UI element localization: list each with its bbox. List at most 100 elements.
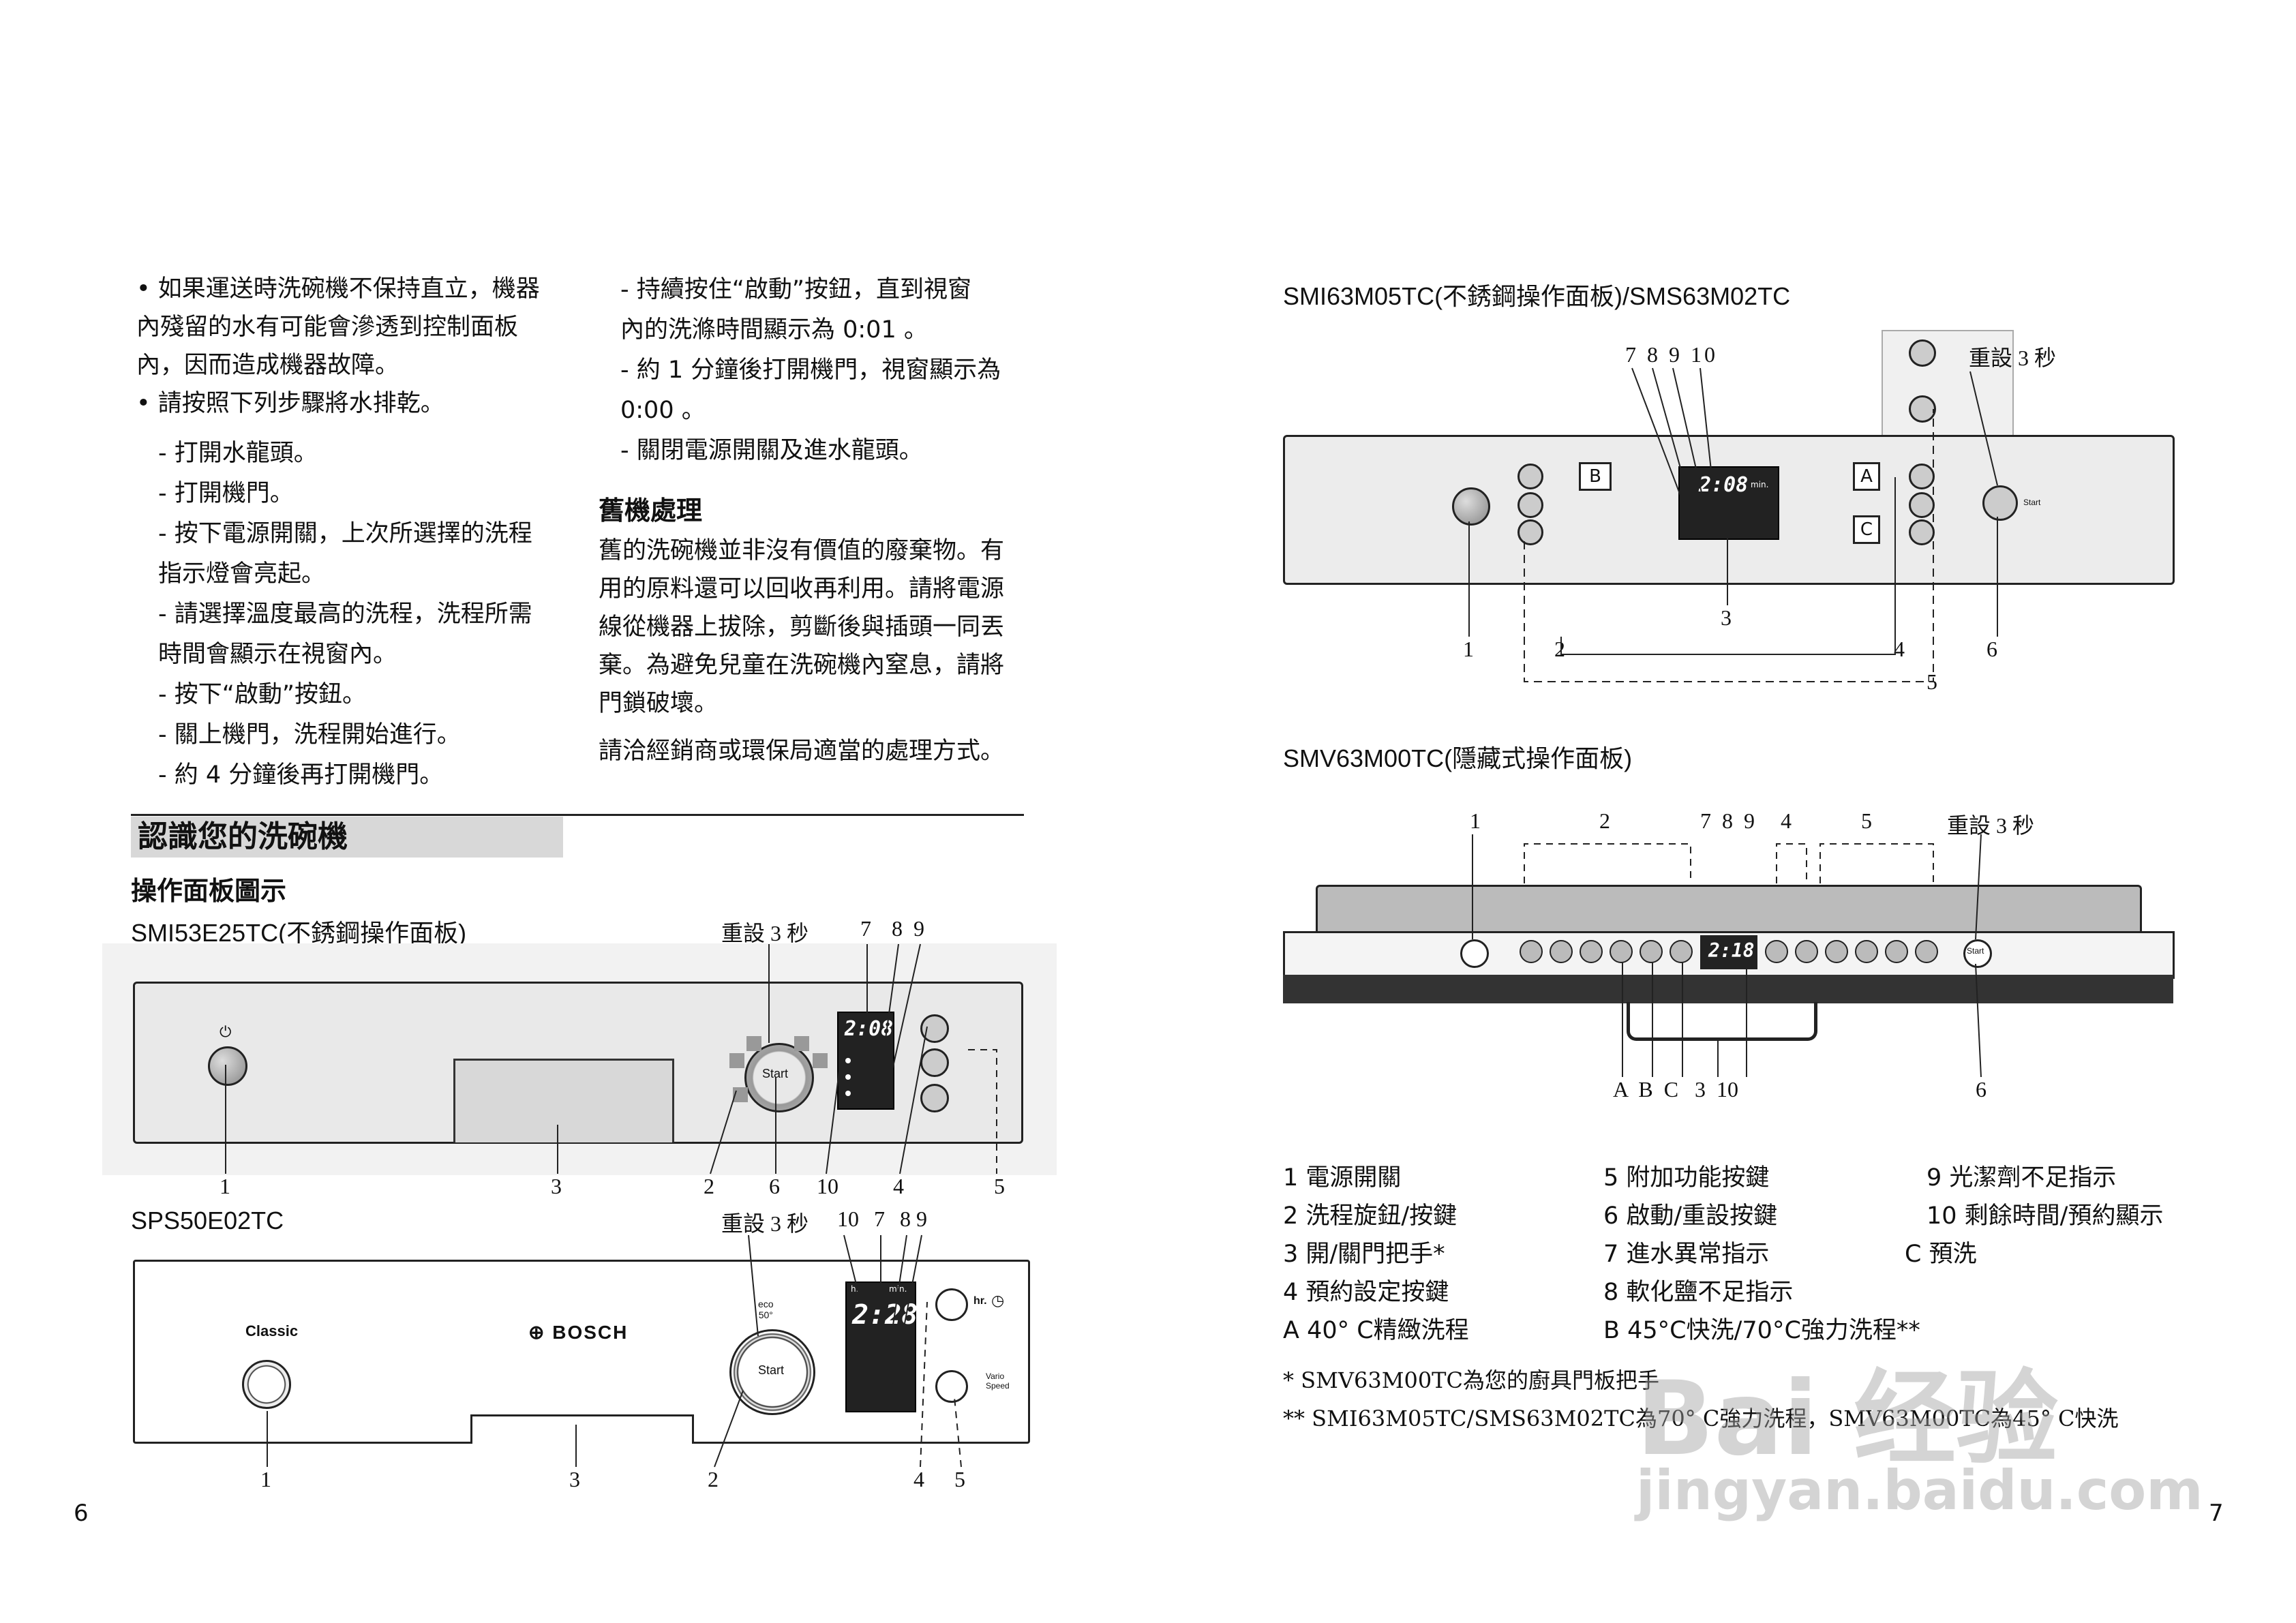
power-button-4[interactable]: [1460, 939, 1489, 968]
callout-3b: 3: [569, 1467, 580, 1491]
inset-plus-button[interactable]: [1909, 339, 1936, 367]
legend-item: C 預洗: [1905, 1241, 1977, 1268]
delay-button[interactable]: [920, 1014, 949, 1043]
step: - 打開水龍頭。: [158, 440, 318, 467]
program-button[interactable]: [1517, 492, 1543, 518]
step: 0:00 。: [620, 397, 706, 424]
callout-4: 4: [893, 1174, 904, 1198]
inset-minus-button[interactable]: [1909, 395, 1936, 423]
disposal-line: 線從機器上拔除，剪斷後與插頭一同丟: [599, 613, 1005, 641]
program-button[interactable]: [1517, 464, 1543, 489]
legend-item: 6 啟動/重設按鍵: [1603, 1202, 1778, 1230]
model-smv63: SMV63M00TC(隱藏式操作面板): [1283, 744, 1633, 772]
legend-item: 9 光潔劑不足指示: [1927, 1164, 2117, 1192]
delay-button-2[interactable]: [935, 1288, 968, 1321]
program-dial[interactable]: [744, 1043, 814, 1112]
callout-2b: 2: [708, 1467, 719, 1491]
legend-item: B 45°C快洗/70°C強力洗程**: [1603, 1317, 1920, 1344]
box-a: A: [1853, 462, 1880, 491]
vario-label: Vario Speed: [986, 1371, 1010, 1391]
legend-item: 7 進水異常指示: [1603, 1241, 1770, 1268]
callout-4c: 4: [1894, 637, 1905, 661]
start-label: Start: [762, 1067, 789, 1080]
eco-label: eco 50°: [758, 1299, 774, 1320]
legend-item: 2 洗程旋鈕/按鍵: [1283, 1202, 1457, 1230]
callout-6c: 6: [1987, 637, 1997, 661]
power-icon: ⏻: [220, 1024, 232, 1041]
callout-10: 10: [817, 1174, 839, 1198]
callout-4b: 4: [913, 1467, 924, 1491]
lcd-time-3: 2:08: [1699, 473, 1749, 497]
bosch-logo-text: BOSCH: [552, 1322, 629, 1343]
bullet-1-line-1: • 如果運送時洗碗機不保持直立，機器: [136, 275, 540, 303]
callout-1: 1: [220, 1174, 230, 1198]
power-knob-3[interactable]: [1452, 487, 1490, 526]
subsection-title: 操作面板圖示: [131, 876, 287, 906]
bosch-logo: ⊕ BOSCH: [528, 1322, 629, 1343]
callout-4d: 4: [1781, 808, 1792, 833]
indicator-dot: [845, 1058, 851, 1063]
power-knob[interactable]: [208, 1046, 247, 1086]
legend-col-2: 5 附加功能按鍵 6 啟動/重設按鍵 7 進水異常指示 8 軟化鹽不足指示 B …: [1603, 1159, 1920, 1350]
disposal-line: 門鎖破壞。: [599, 690, 719, 717]
legend-col-3: 9 光潔劑不足指示 10 剩餘時間/預約顯示 C 預洗: [1905, 1159, 2164, 1273]
callout-2d: 2: [1599, 808, 1610, 833]
disposal-text: 舊的洗碗機並非沒有價值的廢棄物。有 用的原料還可以回收再利用。請將電源 線從機器…: [599, 532, 1004, 723]
callout-2: 2: [704, 1174, 714, 1198]
step: - 持續按住“啟動”按鈕，直到視窗: [620, 276, 972, 303]
callout-8: 8: [892, 916, 903, 941]
start-button-4[interactable]: [1963, 939, 1992, 968]
display-3: 2:08 min.: [1678, 466, 1779, 540]
drain-steps-col2: - 持續按住“啟動”按鈕，直到視窗 內的洗滌時間顯示為 0:01 。 - 約 1…: [620, 270, 1001, 471]
step: - 請選擇溫度最高的洗程，洗程所需: [158, 601, 532, 628]
step: - 關上機門，洗程開始進行。: [158, 721, 461, 748]
callout-5b: 5: [954, 1467, 965, 1491]
disposal-line: 舊的洗碗機並非沒有價值的廢棄物。有: [599, 537, 1005, 564]
callout-1c: 1: [1463, 637, 1474, 661]
reset-label-2: 重設 3 秒: [721, 1211, 809, 1236]
box-b: B: [1579, 462, 1612, 491]
door-top: [1316, 885, 2142, 939]
step: 時間會顯示在視窗內。: [158, 641, 397, 668]
step: - 按下“啟動”按鈕。: [158, 681, 367, 708]
door-handle-4[interactable]: [1627, 1002, 1817, 1041]
legend-item: 8 軟化鹽不足指示: [1603, 1279, 1794, 1306]
program-button[interactable]: [1517, 519, 1543, 545]
option-button[interactable]: [920, 1084, 949, 1112]
legend-item: 4 預約設定按鍵: [1283, 1279, 1449, 1306]
callout-9: 9: [913, 916, 924, 941]
footnote-2: ** SMI63M05TC/SMS63M02TC為70° C強力洗程，SMV63…: [1283, 1406, 2119, 1431]
legend-item: 3 開/關門把手*: [1283, 1241, 1445, 1268]
bullet-1-line-2: 內殘留的水有可能會滲透到控制面板: [136, 314, 519, 341]
step: - 關閉電源開關及進水龍頭。: [620, 437, 923, 464]
model-sps50: SPS50E02TC: [131, 1207, 284, 1234]
program-dial-2[interactable]: [729, 1329, 815, 1415]
power-knob-2[interactable]: [242, 1360, 291, 1409]
callouts-bottom-4: A B C 3 10: [1613, 1077, 1739, 1102]
page-number-right: 7: [2209, 1500, 2224, 1527]
display-4: 2:18: [1700, 935, 1757, 969]
vario-speed-button[interactable]: [935, 1370, 968, 1403]
option-button[interactable]: [920, 1048, 949, 1077]
program-led: [813, 1053, 828, 1068]
disposal-line: 用的原料還可以回收再利用。請將電源: [599, 575, 1005, 603]
door-handle[interactable]: [453, 1059, 674, 1142]
program-led: [746, 1036, 761, 1051]
legend-item: 10 剩餘時間/預約顯示: [1927, 1202, 2164, 1230]
legend-item: 1 電源開關: [1283, 1164, 1402, 1192]
legend-col-1: 1 電源開關 2 洗程旋鈕/按鍵 3 開/關門把手* 4 預約設定按鍵 A 40…: [1283, 1159, 1469, 1350]
indicator-dot: [845, 1074, 851, 1080]
callout-1d: 1: [1470, 808, 1481, 833]
callout-3: 3: [551, 1174, 562, 1198]
door-handle-2[interactable]: [470, 1414, 694, 1444]
start-label-3: Start: [2023, 498, 2041, 507]
lcd-time-4: 2:18: [1708, 939, 1755, 962]
lcd-h: h.: [851, 1284, 859, 1294]
section-title: 認識您的洗碗機: [131, 817, 563, 858]
start-button-3[interactable]: [1982, 485, 2018, 521]
callout-7: 7: [860, 916, 871, 941]
classic-label: Classic: [245, 1322, 299, 1339]
program-led: [794, 1036, 809, 1051]
door-base: [1283, 975, 2173, 1003]
